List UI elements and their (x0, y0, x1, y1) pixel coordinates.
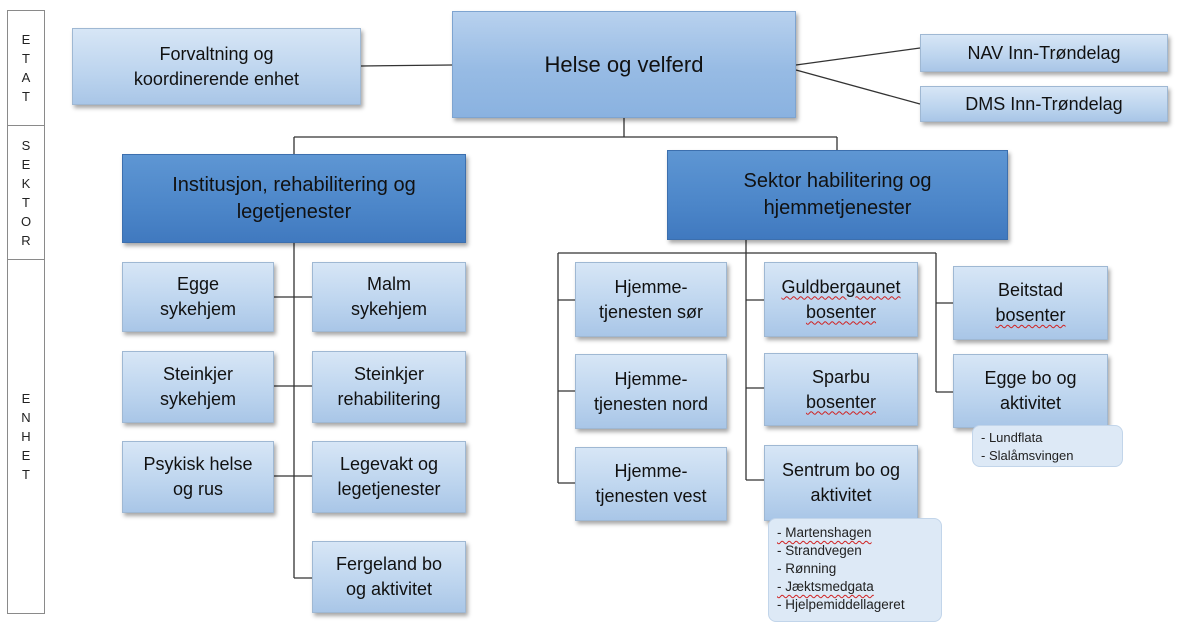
box-fergeland[interactable]: Fergeland bo og aktivitet (312, 541, 466, 613)
box-malm-sykehjem[interactable]: Malm sykehjem (312, 262, 466, 332)
box-sparbu-label-2: bosenter (805, 391, 877, 412)
connector-staff (360, 64, 453, 67)
box-steinkjer-sykehjem-label: Steinkjer sykehjem (159, 364, 237, 409)
box-helse-og-velferd[interactable]: Helse og velferd (452, 11, 796, 118)
box-psykisk-helse[interactable]: Psykisk helse og rus (122, 441, 274, 513)
box-beitstad-label-2: bosenter (995, 305, 1066, 325)
box-hjemmetjenesten-vest[interactable]: Hjemme- tjenesten vest (575, 447, 727, 521)
box-legevakt-label: Legevakt og legetjenester (337, 454, 441, 499)
side-label-etat: E T A T (7, 10, 45, 126)
box-hjemmetjenesten-nord[interactable]: Hjemme- tjenesten nord (575, 354, 727, 429)
side-label-enhet: E N H E T (7, 259, 45, 614)
box-steinkjer-sykehjem[interactable]: Steinkjer sykehjem (122, 351, 274, 423)
box-sentrum-bo-label: Sentrum bo og aktivitet (781, 460, 901, 505)
box-sector-habilitering[interactable]: Sektor habilitering og hjemmetjenester (667, 150, 1008, 240)
box-guldbergaunet-label-2: bosenter (805, 301, 877, 322)
side-label-sektor: S E K T O R (7, 125, 45, 260)
box-sector-institusjon-label: Institusjon, rehabilitering og legetjene… (172, 173, 416, 223)
box-hjemmetjenesten-vest-label: Hjemme- tjenesten vest (595, 461, 707, 506)
box-helse-og-velferd-label: Helse og velferd (544, 52, 704, 77)
side-label-enhet-text: E N H E T (21, 391, 31, 482)
box-psykisk-helse-label: Psykisk helse og rus (143, 454, 253, 499)
box-egge-sykehjem-label: Egge sykehjem (159, 274, 237, 319)
note-egge-bo-locations: - Lundflata - Slalåmsvingen (972, 425, 1123, 467)
side-label-sektor-text: S E K T O R (20, 137, 32, 248)
box-forvaltning[interactable]: Forvaltning og koordinerende enhet (72, 28, 361, 105)
note-item: - Martenshagen (777, 525, 872, 540)
note-sentrum-locations: - Martenshagen - Strandvegen - Rønning -… (768, 518, 942, 622)
note-item: - Lundflata (981, 430, 1043, 445)
box-egge-sykehjem[interactable]: Egge sykehjem (122, 262, 274, 332)
box-egge-bo-label: Egge bo og aktivitet (984, 368, 1077, 413)
box-nav-label: NAV Inn-Trøndelag (967, 42, 1121, 63)
box-guldbergaunet-label-1: Guldbergaunet (781, 276, 901, 297)
note-item: - Rønning (777, 561, 837, 576)
box-sector-habilitering-label: Sektor habilitering og hjemmetjenester (743, 170, 932, 219)
box-beitstad[interactable]: Beitstad bosenter (953, 266, 1108, 340)
box-sparbu[interactable]: Sparbu bosenter (764, 353, 918, 426)
note-item: - Jæktsmedgata (777, 579, 874, 594)
box-nav[interactable]: NAV Inn-Trøndelag (920, 34, 1168, 72)
note-item: - Strandvegen (777, 543, 862, 558)
box-sentrum-bo[interactable]: Sentrum bo og aktivitet (764, 445, 918, 521)
box-guldbergaunet[interactable]: Guldbergaunet bosenter (764, 262, 918, 337)
box-fergeland-label: Fergeland bo og aktivitet (335, 554, 443, 599)
box-sector-institusjon[interactable]: Institusjon, rehabilitering og legetjene… (122, 154, 466, 243)
box-dms[interactable]: DMS Inn-Trøndelag (920, 86, 1168, 122)
box-hjemmetjenesten-sor-label: Hjemme- tjenesten sør (598, 276, 704, 322)
side-label-etat-text: E T A T (21, 32, 31, 104)
box-forvaltning-label: Forvaltning og koordinerende enhet (133, 43, 300, 89)
box-sparbu-label-1: Sparbu (811, 366, 871, 387)
box-dms-label: DMS Inn-Trøndelag (965, 93, 1123, 114)
note-item: - Hjelpemiddellageret (777, 597, 905, 612)
box-legevakt[interactable]: Legevakt og legetjenester (312, 441, 466, 513)
connector-dms (795, 69, 921, 105)
box-steinkjer-rehabilitering[interactable]: Steinkjer rehabilitering (312, 351, 466, 423)
box-steinkjer-rehabilitering-label: Steinkjer rehabilitering (337, 364, 441, 409)
connector-nav (795, 47, 921, 66)
box-malm-sykehjem-label: Malm sykehjem (350, 274, 428, 319)
box-egge-bo[interactable]: Egge bo og aktivitet (953, 354, 1108, 428)
box-beitstad-label-1: Beitstad (997, 280, 1064, 300)
box-hjemmetjenesten-nord-label: Hjemme- tjenesten nord (593, 368, 709, 414)
box-hjemmetjenesten-sor[interactable]: Hjemme- tjenesten sør (575, 262, 727, 337)
note-item: - Slalåmsvingen (981, 448, 1074, 463)
